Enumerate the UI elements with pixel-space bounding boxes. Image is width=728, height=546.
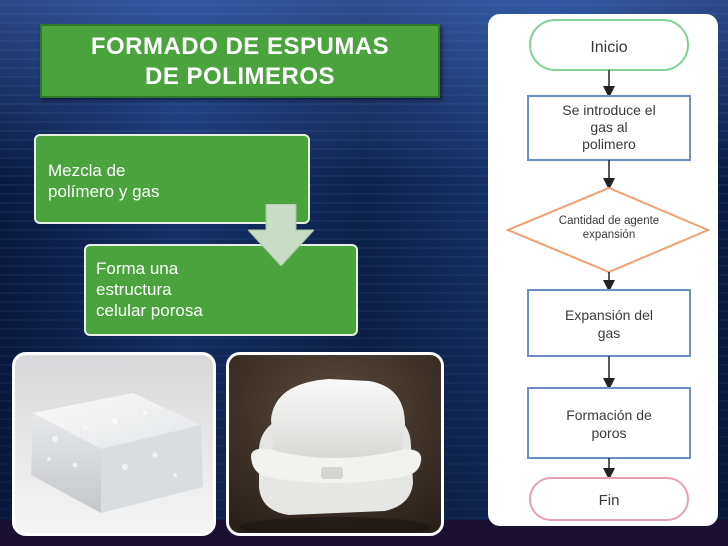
flow-decision-line2: expansión [583, 229, 635, 241]
foam-block-photo [12, 352, 216, 536]
process-step-2-line3: celular porosa [96, 300, 356, 321]
flowchart-panel: Inicio Se introduce el gas al polimero C… [488, 14, 718, 526]
process-step-1-line1: Mezcla de [48, 160, 308, 181]
flow-step-1-line3: polimero [582, 136, 636, 152]
process-step-2-line2: estructura [96, 279, 356, 300]
flow-step-2-line1: Expansión del [565, 307, 653, 323]
process-step-1-line2: polímero y gas [48, 181, 308, 202]
flow-step-expansion: Expansión del gas [528, 290, 690, 356]
flow-step-3-line2: poros [591, 425, 626, 441]
flow-step-1-line2: gas al [590, 119, 627, 135]
flow-start-label: Inicio [590, 39, 627, 56]
flow-step-pores: Formación de poros [528, 388, 690, 458]
flow-step-1-line1: Se introduce el [562, 102, 655, 118]
slide-title-line1: FORMADO DE ESPUMAS [42, 32, 438, 62]
foam-container-photo [226, 352, 444, 536]
flow-start: Inicio [530, 20, 688, 70]
flow-decision-line1: Cantidad de agente [559, 215, 659, 227]
flow-step-introduce-gas: Se introduce el gas al polimero [528, 96, 690, 160]
flow-end: Fin [530, 478, 688, 520]
process-step-2: Forma una estructura celular porosa [84, 244, 358, 336]
slide-title-line2: DE POLIMEROS [42, 62, 438, 92]
flow-step-3-line1: Formación de [566, 407, 652, 423]
process-step-2-line1: Forma una [96, 258, 356, 279]
slide-title: FORMADO DE ESPUMAS DE POLIMEROS [40, 24, 440, 98]
flow-step-2-line2: gas [598, 325, 621, 341]
flowchart: Inicio Se introduce el gas al polimero C… [488, 14, 718, 526]
flow-decision: Cantidad de agente expansión [508, 188, 708, 272]
flow-end-label: Fin [599, 492, 620, 509]
down-arrow-icon [248, 204, 314, 266]
